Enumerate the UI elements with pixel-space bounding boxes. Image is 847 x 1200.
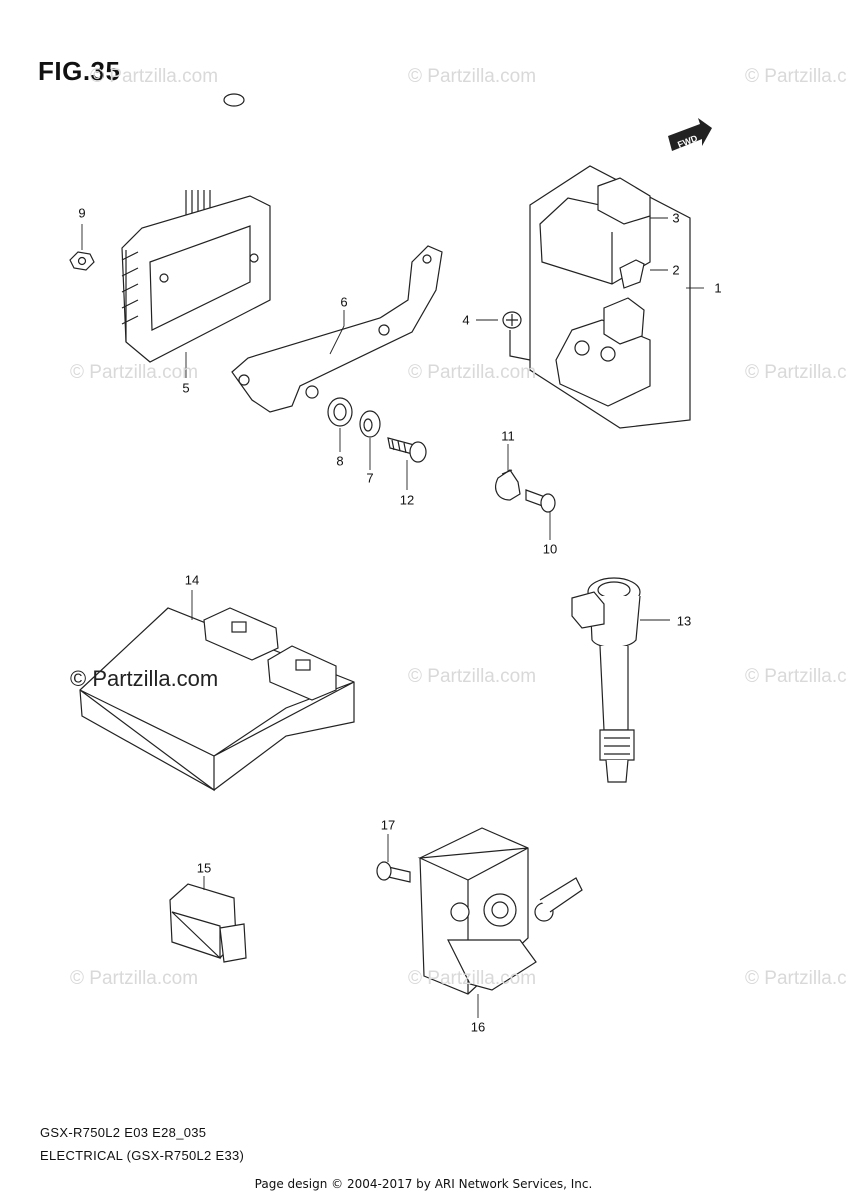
part-17-screw[interactable] (376, 861, 411, 883)
callout-7[interactable]: 7 (366, 470, 374, 486)
callout-14[interactable]: 14 (184, 572, 200, 588)
part-1-relay-assembly[interactable] (509, 165, 691, 429)
callout-4[interactable]: 4 (462, 312, 470, 328)
watermark: © Partzilla.com (408, 666, 537, 687)
part-14-ecm[interactable] (79, 607, 355, 792)
watermark: © Partzilla.com (745, 666, 847, 687)
callout-9[interactable]: 9 (78, 205, 86, 221)
watermark: © Partzilla.com (745, 66, 847, 87)
callout-6[interactable]: 6 (340, 294, 348, 310)
callout-1[interactable]: 1 (714, 280, 722, 296)
callout-10[interactable]: 10 (542, 541, 558, 557)
callout-3[interactable]: 3 (672, 210, 680, 226)
fwd-arrow-icon: FWD (668, 118, 712, 151)
part-13-ignition-coil[interactable] (571, 577, 641, 783)
part-9-nut[interactable] (69, 251, 95, 271)
callout-13[interactable]: 13 (676, 613, 692, 629)
watermark: © Partzilla.com (745, 362, 847, 383)
part-10-screw[interactable] (525, 489, 556, 513)
watermark-prominent: © Partzilla.com (70, 666, 219, 691)
part-4-screw[interactable] (502, 311, 522, 329)
watermark: © Partzilla.com (408, 968, 537, 989)
part-5-regulator[interactable] (121, 93, 271, 363)
watermark: © Partzilla.com (745, 968, 847, 989)
callout-15[interactable]: 15 (196, 860, 212, 876)
part-16-tps[interactable] (417, 827, 583, 995)
callout-8[interactable]: 8 (336, 453, 344, 469)
part-11-clamp[interactable] (495, 469, 521, 501)
part-3-relay-cover[interactable] (539, 177, 651, 285)
callout-11[interactable]: 11 (501, 428, 515, 444)
leader-lines (81, 217, 704, 1018)
callout-16[interactable]: 16 (470, 1019, 486, 1035)
watermark: © Partzilla.com (70, 362, 199, 383)
model-code: GSX-R750L2 E03 E28_035 (40, 1125, 207, 1140)
part-8-grommet[interactable] (327, 397, 353, 427)
callout-2[interactable]: 2 (672, 262, 680, 278)
callout-5[interactable]: 5 (182, 380, 190, 396)
figure-title: FIG.35 (38, 56, 121, 86)
part-6-bracket[interactable] (231, 245, 443, 413)
part-2-fuse[interactable] (619, 259, 645, 289)
part-15-sensor[interactable] (169, 883, 247, 963)
watermark: © Partzilla.com (408, 362, 537, 383)
part-7-collar[interactable] (359, 410, 381, 438)
callout-12[interactable]: 12 (399, 492, 415, 508)
watermark: © Partzilla.com (90, 66, 219, 87)
section-name: ELECTRICAL (GSX-R750L2 E33) (40, 1148, 245, 1163)
watermark: © Partzilla.com (70, 968, 199, 989)
callout-17[interactable]: 17 (380, 817, 396, 833)
watermark: © Partzilla.com (408, 66, 537, 87)
page-copyright: Page design © 2004-2017 by ARI Network S… (254, 1177, 593, 1191)
part-12-bolt[interactable] (387, 437, 427, 463)
